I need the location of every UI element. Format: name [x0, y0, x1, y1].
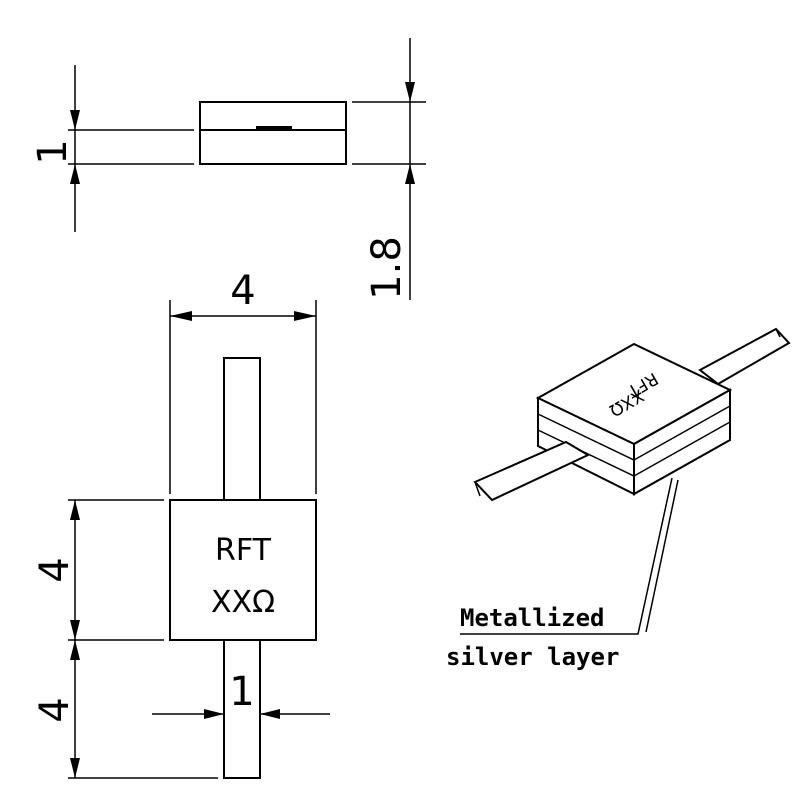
iso-body-right-face — [633, 388, 731, 496]
top-view-body — [169, 499, 317, 641]
top-view: RFT XXΩ 4 4 4 1 — [32, 268, 330, 779]
dim-arrow — [204, 709, 224, 719]
iso-lead-front-end — [474, 481, 481, 497]
body-marking-line2: XXΩ — [211, 585, 275, 620]
iso-layer-line-upper — [537, 405, 731, 461]
dim-lead-length: 4 — [32, 697, 78, 722]
dim-body-length: 4 — [32, 557, 78, 582]
callout-line1: Metallized — [460, 604, 605, 632]
dim-arrow — [70, 500, 80, 520]
body-marking-line1: RFT — [215, 533, 272, 568]
callout-leader — [460, 477, 673, 635]
iso-lead-front — [473, 440, 591, 502]
dim-arrow — [70, 164, 80, 184]
dim-arrow — [70, 620, 80, 640]
side-view: 1 1.8 — [30, 38, 426, 300]
dim-arrow — [260, 709, 280, 719]
dim-arrow — [170, 311, 192, 321]
top-lead — [223, 357, 261, 501]
isometric-view: RFT XXΩ Metallized silver layer — [446, 327, 791, 671]
dim-arrow — [70, 758, 80, 778]
dim-arrow — [70, 110, 80, 130]
callout-leader-second — [645, 479, 679, 633]
iso-lead-back-end — [775, 328, 781, 338]
dim-top-width: 4 — [230, 268, 255, 314]
dim-arrow — [405, 82, 415, 102]
iso-lead-back — [698, 327, 791, 386]
dim-arrow — [294, 311, 316, 321]
dim-side-height: 1.8 — [364, 236, 410, 300]
dim-arrow — [70, 640, 80, 660]
dim-lead-width: 1 — [229, 669, 254, 715]
dim-side-thickness: 1 — [30, 139, 76, 164]
dim-arrow — [405, 164, 415, 184]
callout-line2: silver layer — [446, 643, 619, 671]
side-view-body — [199, 101, 347, 165]
